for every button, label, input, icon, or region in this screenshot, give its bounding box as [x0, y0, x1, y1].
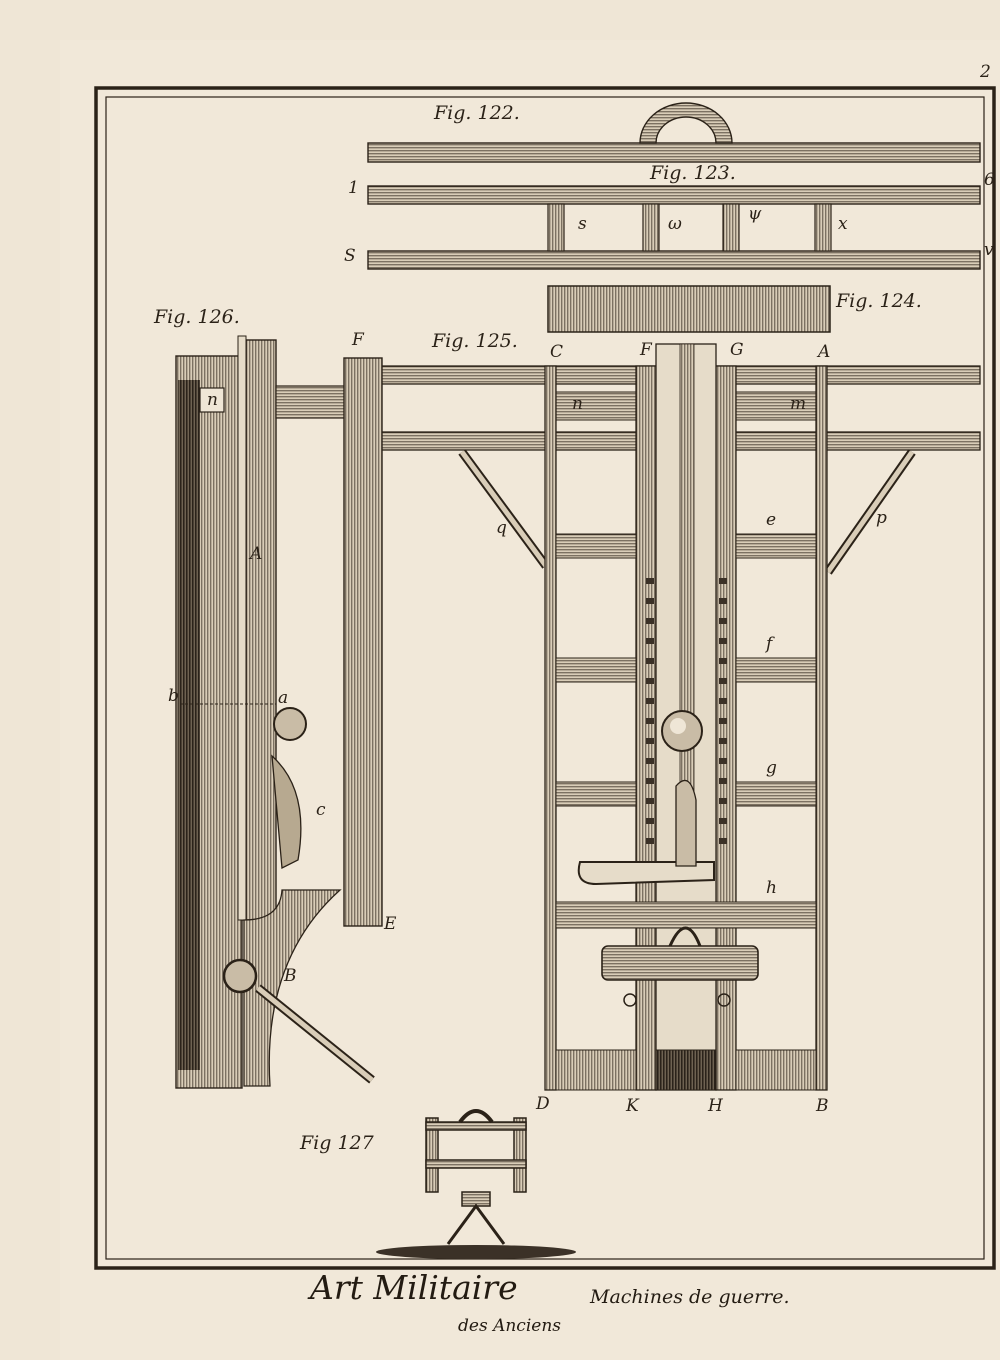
plate-subtitle-line2: des Anciens [458, 1316, 561, 1336]
fig-122-label: Fig. 122. [434, 102, 520, 124]
figure-127 [376, 1109, 576, 1259]
fig126-letter-a: a [278, 688, 289, 708]
fig125-letter-q: q [496, 518, 507, 538]
figure-125 [369, 343, 981, 1091]
fig125-letter-m: m [790, 394, 807, 414]
fig125-letter-A: A [818, 342, 831, 362]
fig123-letter-x: x [838, 214, 848, 234]
fig123-letter-psi: ψ [748, 204, 762, 224]
figure-123 [367, 185, 981, 270]
figure-124 [547, 285, 831, 333]
fig-126-label: Fig. 126. [154, 306, 240, 328]
fig125-letter-p: p [876, 508, 887, 528]
fig126-letter-E: E [384, 914, 397, 934]
fig126-letter-n: n [207, 390, 218, 410]
fig125-letter-C: C [550, 342, 564, 362]
fig-125-label: Fig. 125. [432, 330, 518, 352]
fig-123-label: Fig. 123. [650, 162, 736, 184]
fig125-letter-H: H [708, 1096, 723, 1116]
fig126-letter-A: A [250, 544, 263, 564]
fig125-letter-F: F [640, 340, 652, 360]
fig125-letter-n: n [572, 394, 583, 414]
fig126-letter-B: B [284, 966, 297, 986]
fig125-letter-f: f [766, 634, 773, 654]
plate-title: Art Militaire [310, 1268, 518, 1307]
fig123-letter-s: s [578, 214, 587, 234]
fig125-letter-e: e [766, 510, 777, 530]
fig125-letter-D: D [536, 1094, 550, 1114]
fig123-letter-1: 1 [348, 178, 359, 198]
plate-border [94, 86, 996, 1270]
fig123-letter-omega: ω [668, 214, 682, 234]
figure-126 [175, 335, 383, 1089]
fig123-letter-s-long: S [344, 246, 356, 266]
fig123-letter-6: 6 [984, 170, 995, 190]
figure-122 [367, 102, 981, 163]
fig125-letter-G: G [730, 340, 744, 360]
page-number: 2 [980, 62, 991, 82]
plate-subtitle: Machines de guerre. [590, 1286, 790, 1308]
fig-127-label: Fig 127 [300, 1132, 374, 1154]
fig126-letter-b: b [168, 686, 179, 706]
fig-124-label: Fig. 124. [836, 290, 922, 312]
fig125-letter-h: h [766, 878, 777, 898]
fig125-letter-K: K [626, 1096, 639, 1116]
fig125-letter-B: B [816, 1096, 829, 1116]
fig125-letter-g: g [766, 758, 777, 778]
fig126-letter-F: F [352, 330, 364, 350]
fig123-letter-v: v [984, 240, 994, 260]
fig126-letter-c: c [316, 800, 326, 820]
